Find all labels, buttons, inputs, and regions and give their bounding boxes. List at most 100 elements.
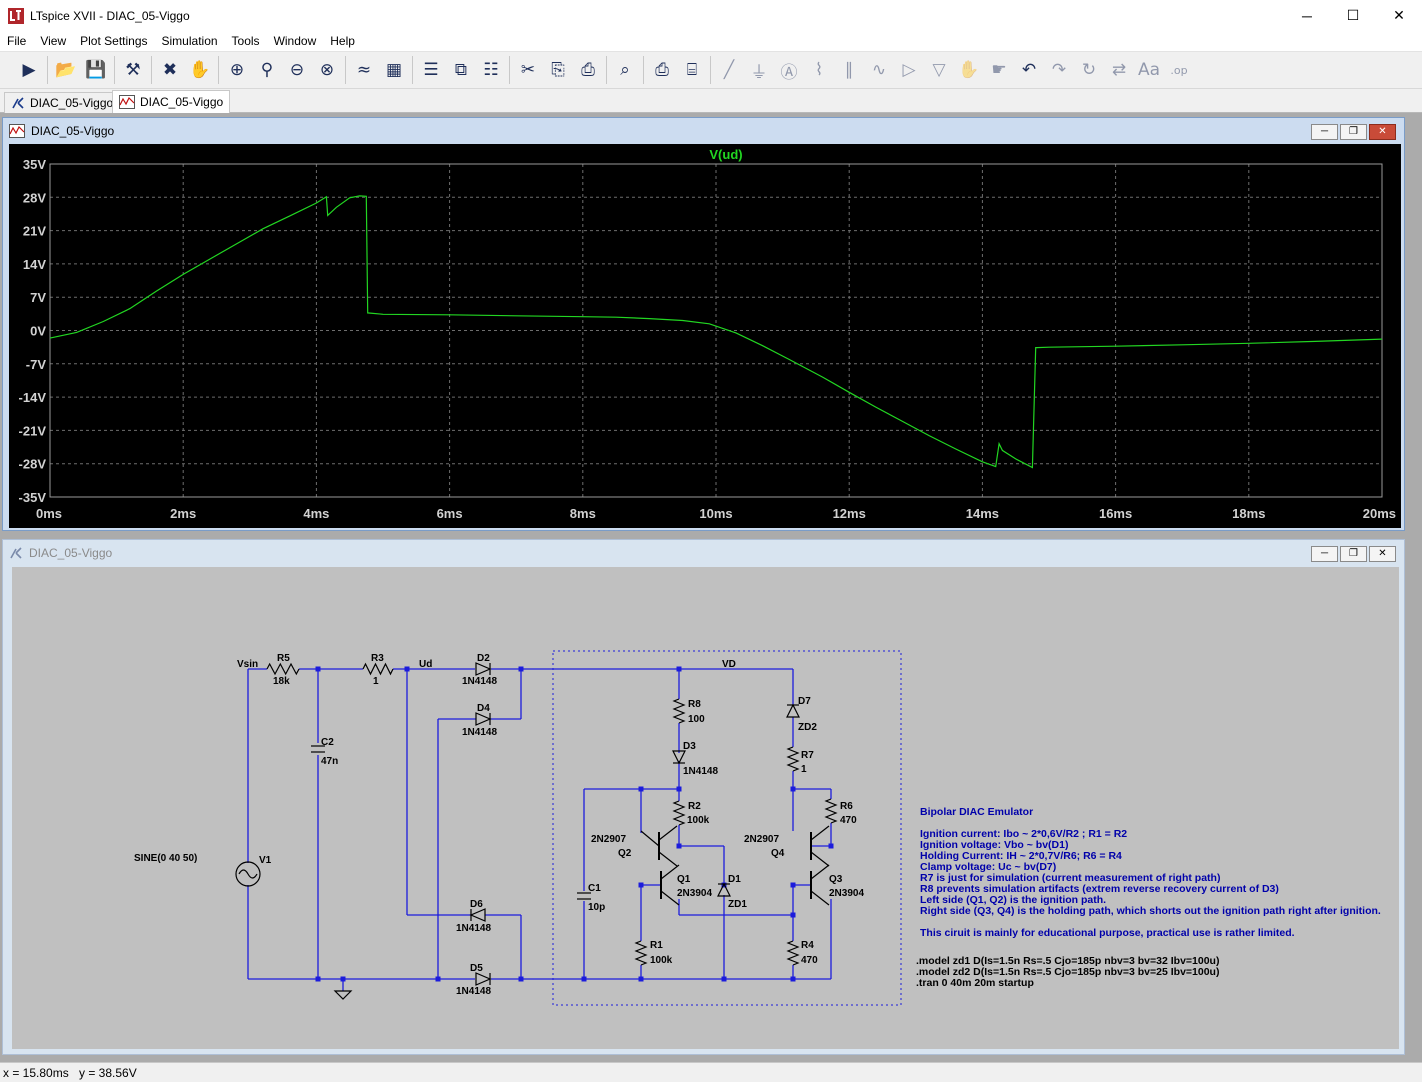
tile-vertical-button[interactable]: ☷ [476, 55, 506, 85]
resistor-symbol [362, 662, 394, 676]
resistor-button[interactable]: ⌇ [804, 55, 834, 85]
menu-view[interactable]: View [40, 34, 67, 48]
cascade-button[interactable]: ⧉ [446, 55, 476, 85]
component-value-q2: 2N2907 [591, 834, 626, 845]
close-button[interactable]: ✕ [1369, 546, 1396, 562]
toolbar-separator [643, 56, 644, 84]
spice-directives[interactable]: .model zd1 D(Is=1.5n Rs=.5 Cjo=185p nbv=… [916, 955, 1219, 989]
save-icon: 💾 [85, 60, 107, 80]
halt-button[interactable]: ✖ [155, 55, 185, 85]
find-button[interactable]: ⌕ [610, 55, 640, 85]
minimize-button[interactable]: ─ [1311, 124, 1338, 140]
tab-waveform[interactable]: DIAC_05-Viggo [112, 90, 231, 113]
component-ref-q4: Q4 [771, 848, 785, 859]
zoom-area-button[interactable]: ⚲ [252, 55, 282, 85]
save-button[interactable]: 💾 [81, 55, 111, 85]
component-value-d2: 1N4148 [462, 676, 497, 687]
menu-help[interactable]: Help [330, 34, 355, 48]
cut-button[interactable]: ✂ [513, 55, 543, 85]
menu-file[interactable]: File [7, 34, 27, 48]
trace-title[interactable]: V(ud) [709, 147, 742, 162]
inductor-button[interactable]: ∿ [864, 55, 894, 85]
spice-directive-button[interactable]: .op [1164, 55, 1194, 85]
text-button[interactable]: Aa [1134, 55, 1164, 85]
resistor-symbol [824, 798, 838, 824]
minimize-button[interactable]: ─ [1284, 0, 1330, 31]
redo-button[interactable]: ↷ [1044, 55, 1074, 85]
ground-button[interactable]: ⏚ [744, 55, 774, 85]
menu-plot-settings[interactable]: Plot Settings [80, 34, 148, 48]
component-value-r5: 18k [273, 676, 290, 687]
ground-icon: ⏚ [750, 62, 768, 83]
copy-button[interactable]: ⎘ [543, 55, 573, 85]
junction-dot [676, 786, 682, 792]
tile-horizontal-button[interactable]: ☰ [416, 55, 446, 85]
component-button[interactable]: ▽ [924, 55, 954, 85]
tab-schematic[interactable]: DIAC_05-Viggo [4, 92, 121, 113]
diode-icon: ▷ [902, 60, 916, 80]
minimize-button[interactable]: ─ [1311, 546, 1338, 562]
autorange-button[interactable]: ≈ [349, 55, 379, 85]
undo-button[interactable]: ↶ [1014, 55, 1044, 85]
close-button[interactable]: ✕ [1376, 0, 1422, 31]
close-button[interactable]: ✕ [1369, 124, 1396, 140]
spice-directive: .model zd2 D(Is=1.5n Rs=.5 Cjo=185p nbv=… [916, 966, 1219, 978]
component-value-r1: 100k [650, 955, 673, 966]
transistor-collector [810, 864, 830, 880]
spice-directive: .model zd1 D(Is=1.5n Rs=.5 Cjo=185p nbv=… [916, 955, 1219, 967]
zoom-out-button[interactable]: ⊖ [282, 55, 312, 85]
transistor-lead [640, 830, 660, 847]
component-ref-d3: D3 [683, 741, 696, 752]
cut-icon: ✂ [520, 60, 536, 80]
diode-symbol [672, 750, 686, 765]
y-tick-label: -28V [19, 457, 47, 472]
comment-line: R8 prevents simulation artifacts (extrem… [920, 883, 1279, 895]
move-button[interactable]: ✋ [954, 55, 984, 85]
component-ref-r5: R5 [277, 653, 290, 664]
schematic-window-title: DIAC_05-Viggo [29, 546, 113, 560]
component-ref-d7: D7 [798, 696, 811, 707]
print-setup-button[interactable]: ⌸ [677, 55, 707, 85]
x-tick-label: 14ms [966, 506, 999, 521]
rotate-button[interactable]: ↻ [1074, 55, 1104, 85]
print-button[interactable]: ⎙ [647, 55, 677, 85]
mirror-button[interactable]: ⇄ [1104, 55, 1134, 85]
diode-button[interactable]: ▷ [894, 55, 924, 85]
junction-dot [518, 666, 524, 672]
label-button[interactable]: Ⓐ [774, 55, 804, 85]
junction-dot [676, 666, 682, 672]
transistor-emitter [810, 890, 830, 906]
drag-button[interactable]: ☛ [984, 55, 1014, 85]
transistor-emitter [810, 851, 830, 867]
capacitor-button[interactable]: ∥ [834, 55, 864, 85]
paste-button[interactable]: ⎙ [573, 55, 603, 85]
paste-icon: ⎙ [581, 60, 595, 80]
junction-dot [638, 882, 644, 888]
run-button[interactable]: ▶ [14, 55, 44, 85]
control-panel-button[interactable]: ⚒ [118, 55, 148, 85]
mirror-icon: ⇄ [1111, 60, 1127, 80]
menu-window[interactable]: Window [273, 34, 317, 48]
rotate-icon: ↻ [1081, 60, 1097, 80]
cursor-x-readout: x = 15.80ms [3, 1065, 69, 1080]
restore-button[interactable]: ❐ [1340, 124, 1367, 140]
maximize-button[interactable]: ☐ [1330, 0, 1376, 31]
print-setup-icon: ⌸ [686, 60, 698, 80]
zoom-in-button[interactable]: ⊕ [222, 55, 252, 85]
component-ref-d1: D1 [728, 874, 741, 885]
toolbar-separator [412, 56, 413, 84]
spice-directive-icon: .op [1170, 63, 1188, 77]
zoom-fit-button[interactable]: ⊗ [312, 55, 342, 85]
wire-button[interactable]: ╱ [714, 55, 744, 85]
pan-hand-button[interactable]: ✋ [185, 55, 215, 85]
component-ref-d2: D2 [477, 653, 490, 664]
restore-button[interactable]: ❐ [1340, 546, 1367, 562]
menu-tools[interactable]: Tools [231, 34, 260, 48]
add-plot-pane-button[interactable]: ▦ [379, 55, 409, 85]
open-button[interactable]: 📂 [51, 55, 81, 85]
menu-simulation[interactable]: Simulation [161, 34, 218, 48]
